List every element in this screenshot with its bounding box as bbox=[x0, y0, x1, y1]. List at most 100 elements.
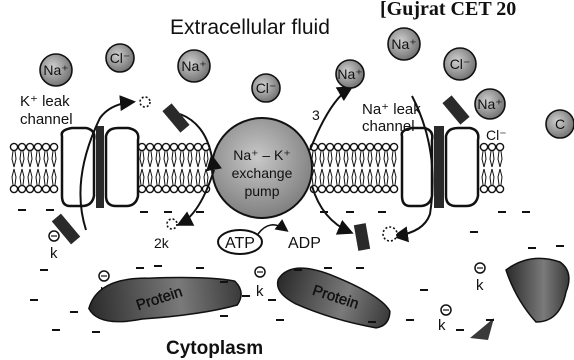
gate-block bbox=[354, 223, 370, 251]
lipid-head bbox=[496, 143, 503, 150]
lipid-head bbox=[382, 185, 389, 192]
lipid-tail bbox=[354, 169, 356, 185]
lipid-tail bbox=[354, 151, 356, 167]
lipid-head bbox=[194, 185, 201, 192]
gate-block bbox=[162, 103, 189, 132]
lipid-tail bbox=[52, 151, 54, 167]
lipid-head bbox=[26, 143, 33, 150]
lipid-tail bbox=[196, 151, 198, 167]
lipid-tail bbox=[38, 169, 40, 185]
lipid-head bbox=[342, 143, 349, 150]
na-leak-channel bbox=[402, 126, 479, 208]
lipid-tail bbox=[490, 151, 492, 167]
lipid-head bbox=[154, 185, 161, 192]
lipid-tail bbox=[54, 169, 56, 185]
lipid-tail bbox=[174, 169, 176, 185]
lipid-head bbox=[374, 143, 381, 150]
lipid-tail bbox=[148, 151, 150, 167]
lipid-head bbox=[194, 143, 201, 150]
lipid-tail bbox=[484, 151, 486, 167]
lipid-tail bbox=[360, 151, 362, 167]
lipid-tail bbox=[376, 169, 378, 185]
lipid-head bbox=[326, 185, 333, 192]
two-k-label: 2k bbox=[154, 235, 170, 251]
gate-block bbox=[442, 95, 469, 124]
lipid-tail bbox=[30, 151, 32, 167]
lipid-tail bbox=[188, 151, 190, 167]
lipid-tail bbox=[392, 169, 394, 185]
lipid-tail bbox=[166, 169, 168, 185]
lipid-head bbox=[358, 185, 365, 192]
lipid-tail bbox=[386, 151, 388, 167]
lipid-tail bbox=[38, 151, 40, 167]
lipid-head bbox=[50, 143, 57, 150]
na-ion-label: Na⁺ bbox=[43, 62, 68, 78]
lipid-head bbox=[326, 143, 333, 150]
lipid-tail bbox=[498, 169, 500, 185]
lipid-tail bbox=[322, 151, 324, 167]
lipid-head bbox=[138, 143, 145, 150]
lipid-tail bbox=[362, 151, 364, 167]
lipid-tail bbox=[370, 169, 372, 185]
lipid-tail bbox=[376, 151, 378, 167]
lipid-head bbox=[10, 185, 17, 192]
na-ion-label: Na⁺ bbox=[337, 66, 362, 82]
lipid-tail bbox=[336, 169, 338, 185]
k-in-arrow bbox=[180, 170, 214, 224]
k-ion-label: k bbox=[256, 283, 264, 300]
lipid-tail bbox=[360, 169, 362, 185]
lipid-tail bbox=[46, 169, 48, 185]
lipid-tail bbox=[140, 151, 142, 167]
lipid-tail bbox=[328, 169, 330, 185]
lipid-tail bbox=[344, 151, 346, 167]
lipid-tail bbox=[166, 151, 168, 167]
k-leak-channel bbox=[62, 126, 139, 208]
lipid-head bbox=[374, 185, 381, 192]
lipid-tail bbox=[336, 151, 338, 167]
lipid-tail bbox=[328, 151, 330, 167]
lipid-head bbox=[34, 185, 41, 192]
lipid-tail bbox=[338, 151, 340, 167]
lipid-tail bbox=[190, 151, 192, 167]
lipid-head bbox=[334, 185, 341, 192]
lipid-tail bbox=[36, 151, 38, 167]
lipid-head bbox=[334, 143, 341, 150]
cl-ion-label: Cl⁻ bbox=[486, 127, 507, 143]
lipid-head bbox=[178, 143, 185, 150]
lipid-head bbox=[50, 185, 57, 192]
lipid-tail bbox=[142, 151, 144, 167]
lipid-tail bbox=[198, 169, 200, 185]
lipid-tail bbox=[204, 151, 206, 167]
lipid-tail bbox=[394, 169, 396, 185]
pump-label-line1: Na⁺ – K⁺ bbox=[233, 147, 291, 163]
lipid-tail bbox=[148, 169, 150, 185]
lipid-tail bbox=[12, 169, 14, 185]
lipid-head bbox=[358, 143, 365, 150]
lipid-tail bbox=[370, 151, 372, 167]
lipid-head bbox=[146, 185, 153, 192]
lipid-tail bbox=[206, 169, 208, 185]
lipid-tail bbox=[330, 169, 332, 185]
lipid-tail bbox=[492, 169, 494, 185]
adp-label: ADP bbox=[288, 235, 321, 252]
k-ion-label: k bbox=[438, 317, 446, 334]
lipid-tail bbox=[142, 169, 144, 185]
cl-ion-label: Cl⁻ bbox=[256, 80, 277, 96]
na-leak-label-line1: Na⁺ leak bbox=[362, 101, 421, 118]
lipid-tail bbox=[180, 151, 182, 167]
lipid-head bbox=[488, 185, 495, 192]
lipid-head bbox=[26, 185, 33, 192]
empty-site bbox=[167, 219, 177, 229]
lipid-tail bbox=[378, 169, 380, 185]
lipid-tail bbox=[368, 151, 370, 167]
lipid-tail bbox=[174, 151, 176, 167]
three-label: 3 bbox=[312, 107, 320, 123]
lipid-tail bbox=[500, 169, 502, 185]
lipid-head bbox=[318, 143, 325, 150]
lipid-head bbox=[496, 185, 503, 192]
lipid-tail bbox=[352, 151, 354, 167]
lipid-head bbox=[178, 185, 185, 192]
lipid-head bbox=[366, 185, 373, 192]
lipid-head bbox=[488, 143, 495, 150]
na-ion-label: Na⁺ bbox=[391, 36, 416, 52]
